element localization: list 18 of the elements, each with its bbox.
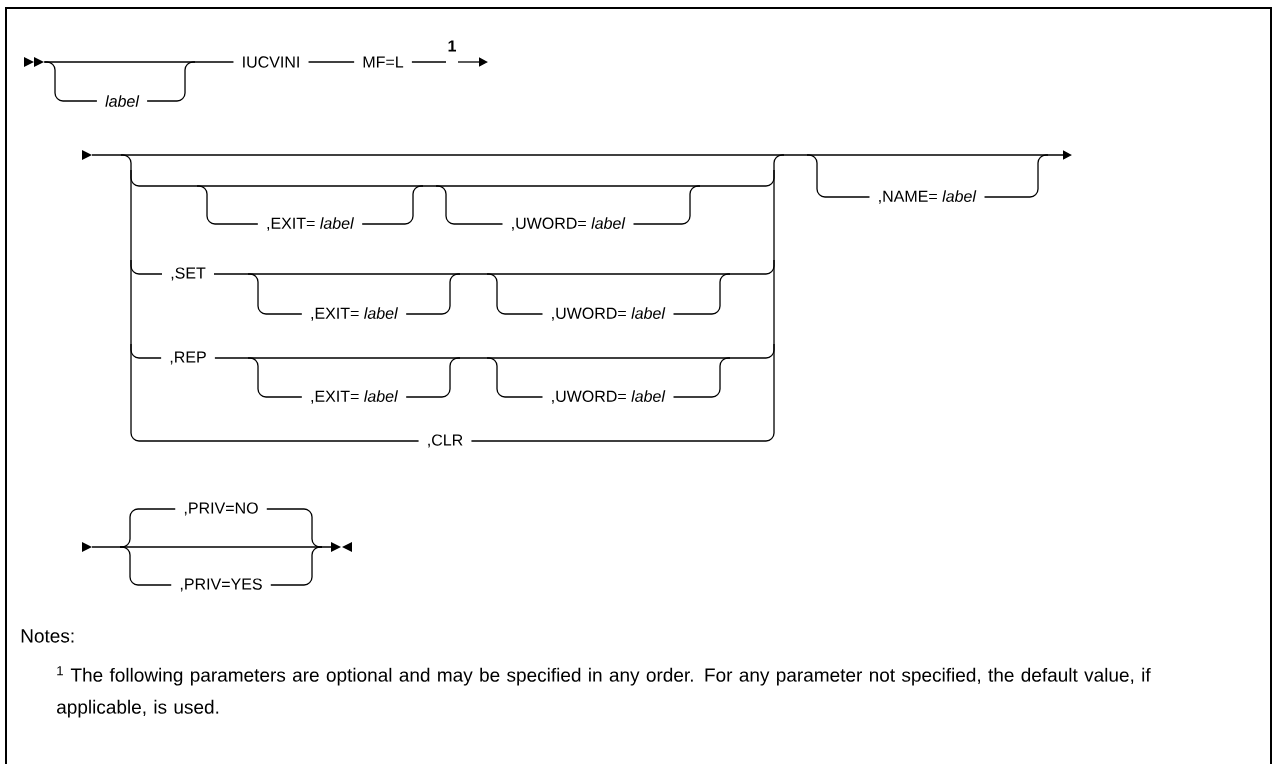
keyword-label: ,SET — [171, 267, 206, 281]
footnote-mark: 1 — [448, 40, 456, 52]
keyword-label: ,UWORD= label — [552, 390, 666, 404]
footnote-text: $^{1}$ The following parameters are optional and may be specified in any order. For any parameter not specified, the default value, if applicable, is used. — [57, 666, 1151, 718]
keyword-label: ,PRIV=NO — [184, 502, 258, 516]
notes-heading: Notes: — [21, 629, 74, 643]
keyword-label: ,REP — [170, 351, 206, 365]
variable-label: label — [105, 95, 140, 107]
keyword-label: ,NAME= label — [879, 190, 977, 204]
keyword-label: MF=L — [363, 56, 404, 68]
keyword-label: ,CLR — [428, 434, 463, 448]
keyword-label: IUCVINI — [243, 56, 299, 68]
keyword-label: ,EXIT= label — [311, 307, 398, 321]
keyword-label: ,UWORD= label — [552, 307, 666, 321]
keyword-label: ,EXIT= label — [267, 217, 354, 231]
keyword-label: ,EXIT= label — [311, 390, 398, 404]
keyword-label: ,PRIV=YES — [180, 578, 262, 592]
keyword-label: ,UWORD= label — [512, 217, 626, 231]
